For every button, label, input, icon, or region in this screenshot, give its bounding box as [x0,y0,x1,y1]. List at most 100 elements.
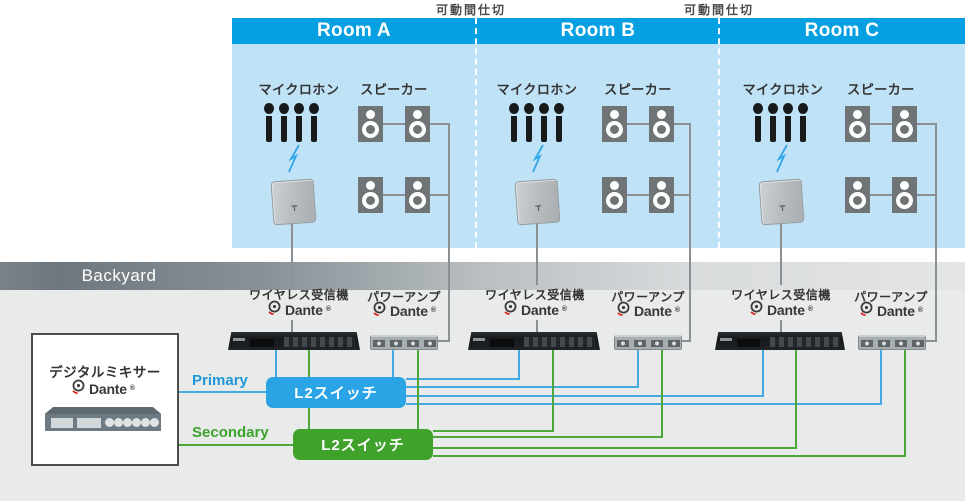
room-c-title: Room C [804,20,880,41]
speaker-icon [358,106,383,142]
antenna-wire [780,221,782,285]
partition-divider [475,18,477,248]
wireless-receiver-unit [228,332,360,350]
mixer-label: デジタルミキサー [49,365,161,380]
speaker-wire [924,340,937,342]
dante-logo-icon [616,300,631,321]
wireless-antenna-unit [514,178,561,226]
partition-divider [718,18,720,248]
microphone-icon [509,103,519,143]
dante-logo: Dante® [721,300,841,318]
amp-label: パワーアンプ [367,290,441,304]
backyard-band [0,262,965,290]
speaker-wire [430,123,450,125]
mixer-unit-image [45,407,161,431]
dante-logo: Dante® [239,299,359,320]
dante-logo: Dante® [354,300,454,321]
wireless-receiver-unit [468,332,600,350]
antenna-wire [536,320,538,333]
microphone-icon [554,103,564,143]
room-a-title: Room A [317,20,391,41]
secondary-wire [433,447,797,449]
antenna-wire [291,221,293,285]
secondary-wire [433,455,906,457]
primary-wire [637,348,639,388]
secondary-wire [661,348,663,438]
speaker-icon [892,106,917,142]
primary-wire [880,348,882,405]
microphone-icon [309,103,319,143]
microphone-icon [279,103,289,143]
wireless-antenna-unit [270,178,317,226]
wireless-signal-icon [529,144,549,183]
amp-label: パワーアンプ [854,290,928,304]
secondary-wire [417,348,419,430]
dante-logo-text: Dante [88,380,127,397]
speaker-wire [627,123,649,125]
dante-logo-text: Dante [389,302,428,319]
mic-label: マイクロホン [496,82,578,97]
dante-logo: Dante® [45,379,161,397]
wireless-signal-icon [773,144,793,183]
speaker-label: スピーカー [360,82,428,97]
partition-label: 可動間仕切 [683,3,754,17]
dante-logo-icon [503,299,518,320]
microphone-icon [768,103,778,143]
dante-logo-text: Dante [520,301,559,318]
rooms-body-strip [232,44,965,248]
power-amp-unit [858,335,926,350]
dante-logo: Dante® [475,299,595,320]
primary-wire [406,395,764,397]
dante-logo-icon [859,300,874,321]
microphone-icon [753,103,763,143]
speaker-icon [649,177,674,213]
mic-label: マイクロホン [742,82,824,97]
secondary-label: Secondary [192,424,269,441]
antenna-wire [780,320,782,333]
microphone-icon [264,103,274,143]
speaker-icon [405,177,430,213]
receiver-label: ワイヤレス受信機 [731,288,831,302]
speaker-icon [405,106,430,142]
receiver-label: ワイヤレス受信機 [485,288,585,302]
microphone-icon [539,103,549,143]
primary-wire [762,349,764,397]
speaker-wire [383,123,405,125]
speaker-wire [917,194,937,196]
microphone-icon [294,103,304,143]
power-amp-unit [614,335,682,350]
primary-wire [406,386,639,388]
speaker-wire [917,123,937,125]
primary-wire [392,348,394,378]
speaker-label: スピーカー [847,82,915,97]
microphone-icon [798,103,808,143]
primary-wire [175,391,266,393]
speaker-icon [845,106,870,142]
dante-logo-icon [372,300,387,321]
speaker-wire [627,194,649,196]
dante-logo-icon [267,299,282,320]
microphone-icon [524,103,534,143]
partition-label: 可動間仕切 [435,3,506,17]
dante-logo-text: Dante [284,301,323,318]
power-amp-unit [370,335,438,350]
wireless-antenna-unit [758,178,805,226]
speaker-wire [935,123,937,342]
mic-label: マイクロホン [258,82,340,97]
digital-mixer-box: デジタルミキサー Dante® [31,333,179,466]
speaker-wire [680,340,691,342]
primary-label: Primary [192,372,248,389]
secondary-wire [552,349,554,432]
receiver-label: ワイヤレス受信機 [249,288,349,302]
antenna-wire [536,221,538,285]
primary-wire [406,403,882,405]
speaker-wire [870,194,892,196]
dante-logo-text: Dante [876,302,915,319]
dante-logo: Dante® [841,300,941,321]
l2-switch-secondary: L2スイッチ [293,429,433,460]
speaker-icon [845,177,870,213]
speaker-wire [674,123,691,125]
dante-logo-text: Dante [633,302,672,319]
room-b-title: Room B [560,20,636,41]
speaker-icon [602,177,627,213]
